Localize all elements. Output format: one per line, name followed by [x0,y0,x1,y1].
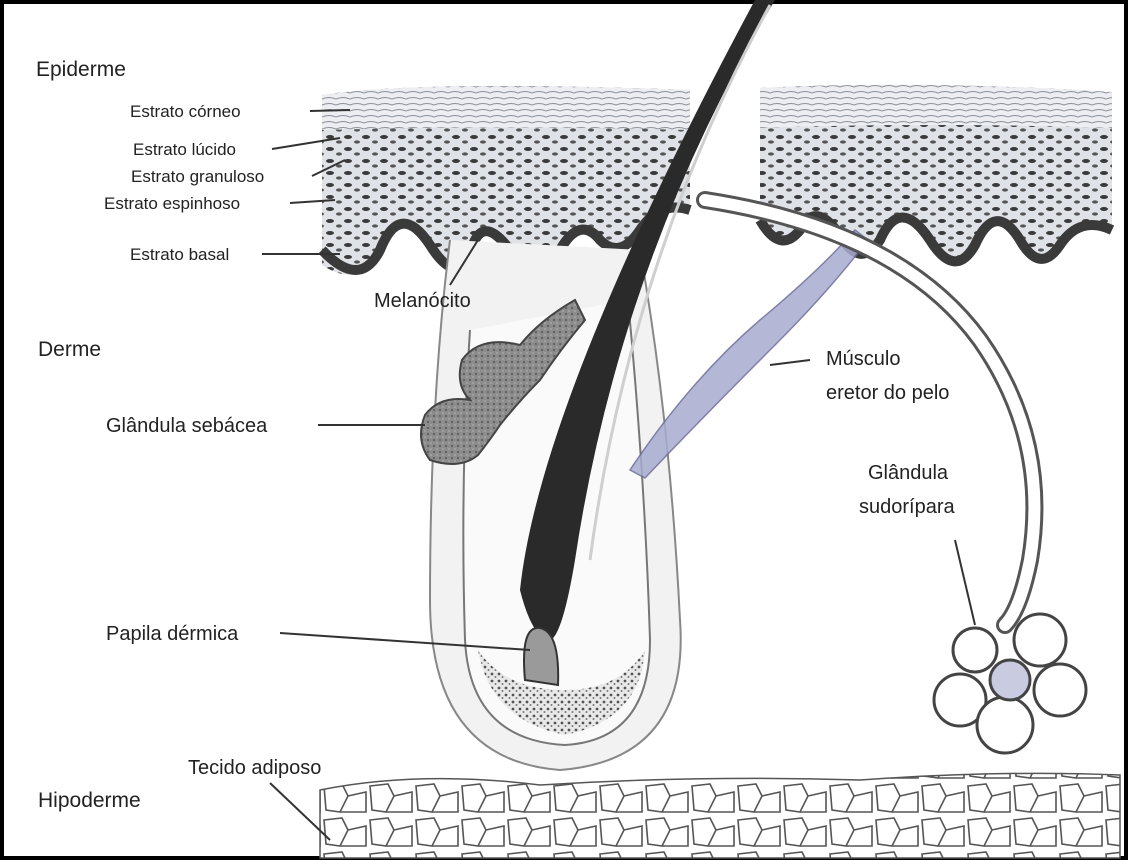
label-musculo-line1: Músculo [826,348,900,370]
label-estrato-granuloso: Estrato granuloso [131,167,264,186]
label-estrato-lucido: Estrato lúcido [133,140,236,159]
label-musculo-line2: eretor do pelo [826,382,949,404]
label-derme: Derme [38,338,101,361]
adipose-tissue [320,773,1120,858]
label-hipoderme: Hipoderme [38,789,141,812]
sweat-duct [705,200,1034,625]
label-estrato-basal: Estrato basal [130,245,229,264]
label-tecido-adiposo: Tecido adiposo [188,757,321,779]
sweat-duct-lumen [705,200,1034,625]
label-melanocito: Melanócito [374,290,471,312]
label-glandula-sudoripara-line1: Glândula [868,462,949,484]
label-estrato-espinhoso: Estrato espinhoso [104,194,240,213]
label-epiderme: Epiderme [36,58,126,81]
label-glandula-sebacea: Glândula sebácea [106,415,268,437]
label-papila-dermica: Papila dérmica [106,623,239,645]
label-estrato-corneo: Estrato córneo [130,102,241,121]
sweat-gland-coil [934,614,1086,753]
label-glandula-sudoripara-line2: sudorípara [859,496,955,518]
